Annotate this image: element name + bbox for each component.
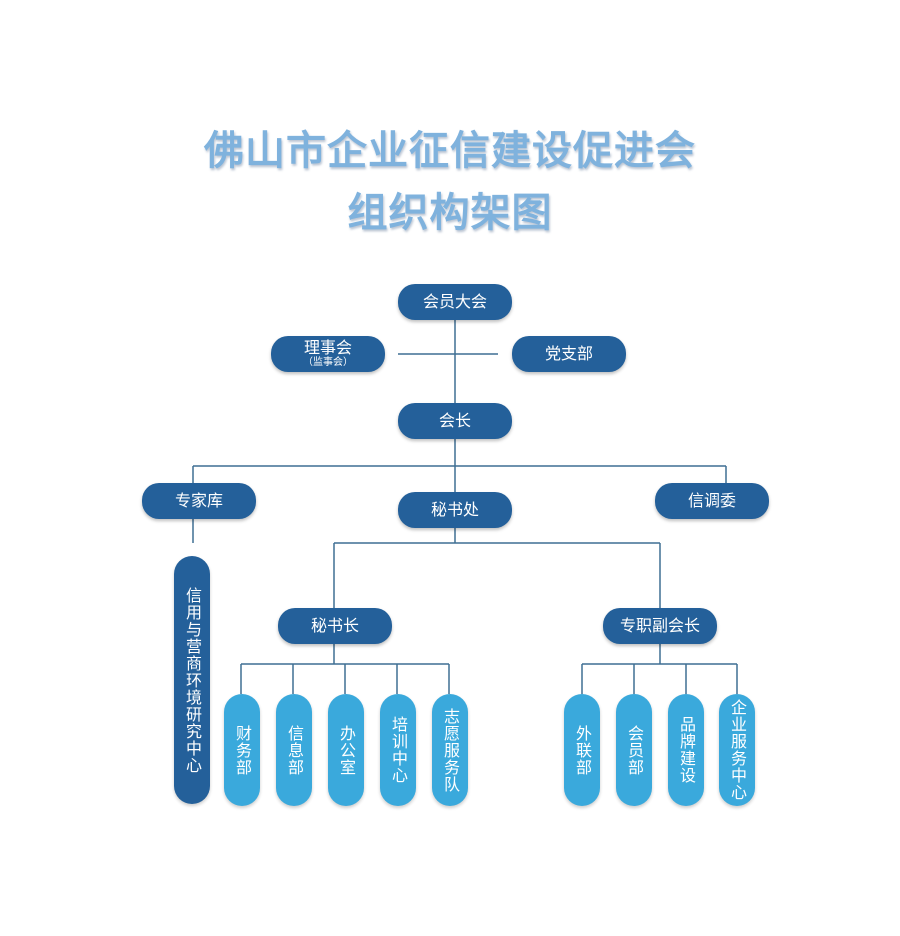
dept-brand-building: 品牌建设 (668, 694, 704, 806)
node-label: 信调委 (687, 491, 736, 510)
dept-label: 品牌建设 (677, 716, 696, 784)
node-label: 党支部 (544, 344, 593, 363)
node-expert-pool: 专家库 (142, 483, 256, 519)
dept-label: 外联部 (573, 724, 592, 776)
chart-subtitle: 组织构架图 (347, 189, 553, 236)
dept-enterprise-service-center: 企业服务中心 (719, 694, 755, 806)
dept-label: 志愿服务队 (441, 707, 460, 793)
node-council: 理事会 （监事会） (271, 336, 385, 372)
dept-membership: 会员部 (616, 694, 652, 806)
node-secretariat: 秘书处 (398, 492, 512, 528)
dept-label: 培训中心 (389, 716, 408, 784)
dept-label: 财务部 (233, 724, 252, 776)
dept-finance: 财务部 (224, 694, 260, 806)
dept-label: 企业服务中心 (728, 699, 747, 801)
dept-label: 会员部 (625, 724, 644, 776)
node-label: 专职副会长 (619, 616, 700, 635)
node-credit-committee: 信调委 (655, 483, 769, 519)
node-general-assembly: 会员大会 (398, 284, 512, 320)
node-vice-president: 专职副会长 (603, 608, 717, 644)
node-label: 秘书长 (310, 616, 359, 635)
node-label: 秘书处 (430, 500, 479, 519)
dept-label: 办公室 (337, 724, 356, 776)
dept-external-relations: 外联部 (564, 694, 600, 806)
node-label: 会员大会 (422, 292, 487, 311)
dept-office: 办公室 (328, 694, 364, 806)
chart-title: 佛山市企业征信建设促进会 (204, 127, 696, 174)
node-research-center: 信用与营商环境研究中心 (174, 556, 210, 804)
node-secretary-general: 秘书长 (278, 608, 392, 644)
dept-label: 信息部 (285, 724, 304, 776)
node-label: 专家库 (174, 491, 223, 510)
node-party-branch: 党支部 (512, 336, 626, 372)
node-label: 理事会 (303, 338, 352, 357)
node-note: （监事会） (303, 357, 353, 368)
dept-training-center: 培训中心 (380, 694, 416, 806)
dept-information: 信息部 (276, 694, 312, 806)
node-label: 会长 (438, 411, 471, 430)
dept-volunteer-team: 志愿服务队 (432, 694, 468, 806)
node-president: 会长 (398, 403, 512, 439)
node-label: 信用与营商环境研究中心 (183, 586, 202, 774)
